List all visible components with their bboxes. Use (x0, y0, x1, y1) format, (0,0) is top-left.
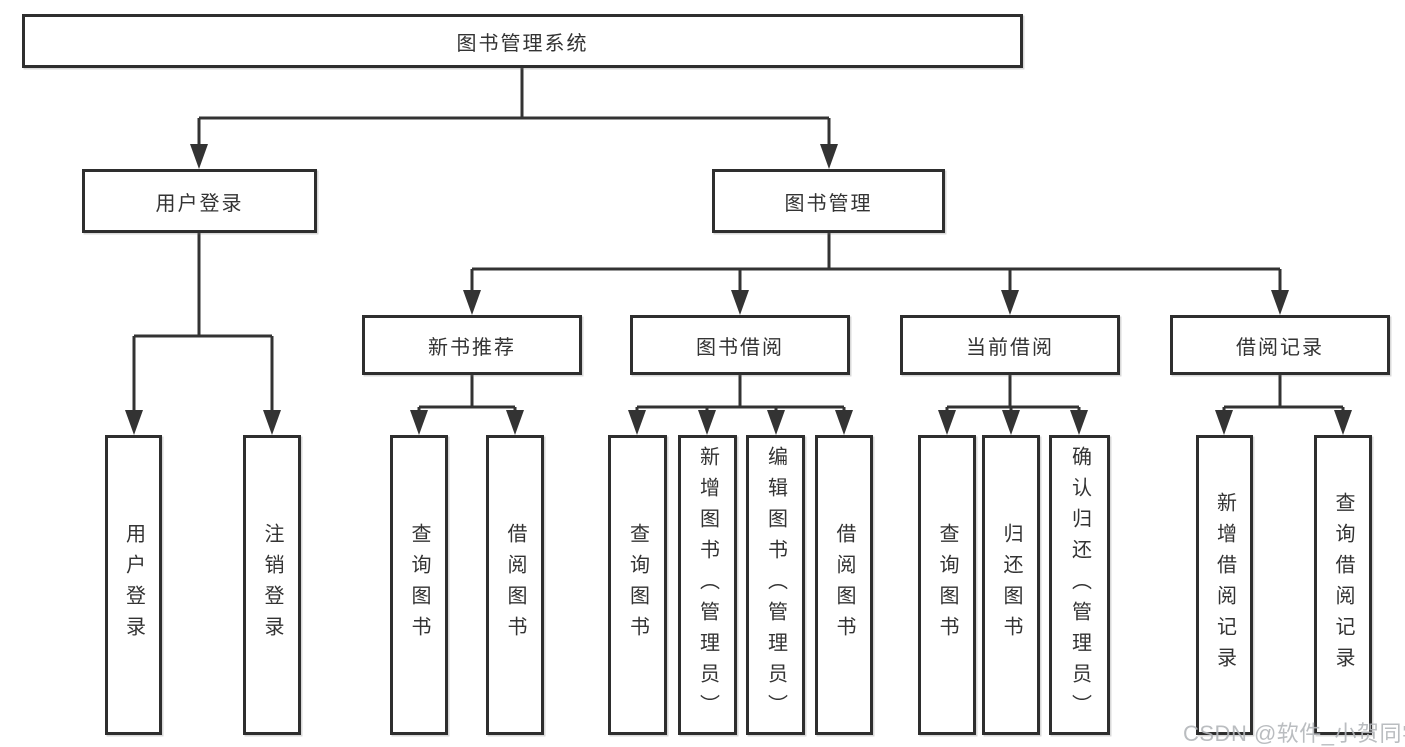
leaf-logout-label: 注销登录 (261, 523, 283, 647)
node-user-login: 用户登录 (82, 169, 317, 233)
leaf-borrow-query-book: 查询图书 (608, 435, 667, 735)
arrowhead-icon (731, 290, 749, 315)
arrowhead-icon (190, 144, 208, 169)
node-book-borrow: 图书借阅 (630, 315, 850, 375)
leaf-user-login: 用户登录 (105, 435, 162, 735)
arrowhead-icon (263, 410, 281, 435)
node-book-borrow-label: 图书借阅 (696, 336, 784, 359)
arrowhead-icon (628, 410, 646, 435)
leaf-add-book-admin: 新增图书（管理员） (678, 435, 737, 735)
arrowhead-icon (1001, 290, 1019, 315)
leaf-logout: 注销登录 (243, 435, 301, 735)
arrowhead-icon (1215, 410, 1233, 435)
node-root: 图书管理系统 (22, 14, 1023, 68)
leaf-edit-book-admin-label: 编辑图书（管理员） (764, 445, 787, 725)
arrowhead-icon (835, 410, 853, 435)
arrowhead-icon (506, 410, 524, 435)
arrowhead-icon (125, 410, 143, 435)
leaf-query-borrow-record-label: 查询借阅记录 (1332, 492, 1354, 678)
arrowhead-icon (463, 290, 481, 315)
leaf-edit-book-admin: 编辑图书（管理员） (746, 435, 805, 735)
node-book-management: 图书管理 (712, 169, 945, 233)
node-root-label: 图书管理系统 (456, 32, 589, 55)
arrowhead-icon (410, 410, 428, 435)
arrowhead-icon (767, 410, 785, 435)
node-new-book-recommend-label: 新书推荐 (428, 336, 516, 359)
leaf-add-borrow-record: 新增借阅记录 (1196, 435, 1253, 735)
node-new-book-recommend: 新书推荐 (362, 315, 582, 375)
arrowhead-icon (938, 410, 956, 435)
node-current-borrow: 当前借阅 (900, 315, 1120, 375)
leaf-confirm-return-admin-label: 确认归还（管理员） (1068, 445, 1091, 725)
leaf-current-query-book-label: 查询图书 (936, 523, 958, 647)
arrowhead-icon (820, 144, 838, 169)
node-user-login-label: 用户登录 (155, 192, 244, 215)
arrowhead-icon (1070, 410, 1088, 435)
leaf-query-borrow-record: 查询借阅记录 (1314, 435, 1372, 735)
leaf-recommend-query-book: 查询图书 (390, 435, 448, 735)
arrowhead-icon (1002, 410, 1020, 435)
arrowhead-icon (1271, 290, 1289, 315)
leaf-recommend-query-book-label: 查询图书 (408, 523, 430, 647)
leaf-user-login-label: 用户登录 (122, 523, 145, 647)
leaf-add-book-admin-label: 新增图书（管理员） (696, 445, 719, 725)
leaf-confirm-return-admin: 确认归还（管理员） (1049, 435, 1110, 735)
node-current-borrow-label: 当前借阅 (966, 336, 1054, 359)
arrowhead-icon (698, 410, 716, 435)
leaf-return-book-label: 归还图书 (1000, 523, 1022, 647)
leaf-borrow-book: 借阅图书 (815, 435, 873, 735)
node-borrow-record: 借阅记录 (1170, 315, 1390, 375)
leaf-return-book: 归还图书 (982, 435, 1040, 735)
leaf-add-borrow-record-label: 新增借阅记录 (1213, 492, 1236, 678)
leaf-current-query-book: 查询图书 (918, 435, 976, 735)
node-book-management-label: 图书管理 (784, 192, 873, 215)
leaf-borrow-query-book-label: 查询图书 (626, 523, 649, 647)
watermark: CSDN @软件_小贺同学 (1183, 721, 1405, 746)
leaf-recommend-borrow-book: 借阅图书 (486, 435, 544, 735)
arrowhead-icon (1334, 410, 1352, 435)
leaf-recommend-borrow-book-label: 借阅图书 (504, 523, 526, 647)
leaf-borrow-book-label: 借阅图书 (833, 523, 855, 647)
node-borrow-record-label: 借阅记录 (1236, 336, 1324, 359)
